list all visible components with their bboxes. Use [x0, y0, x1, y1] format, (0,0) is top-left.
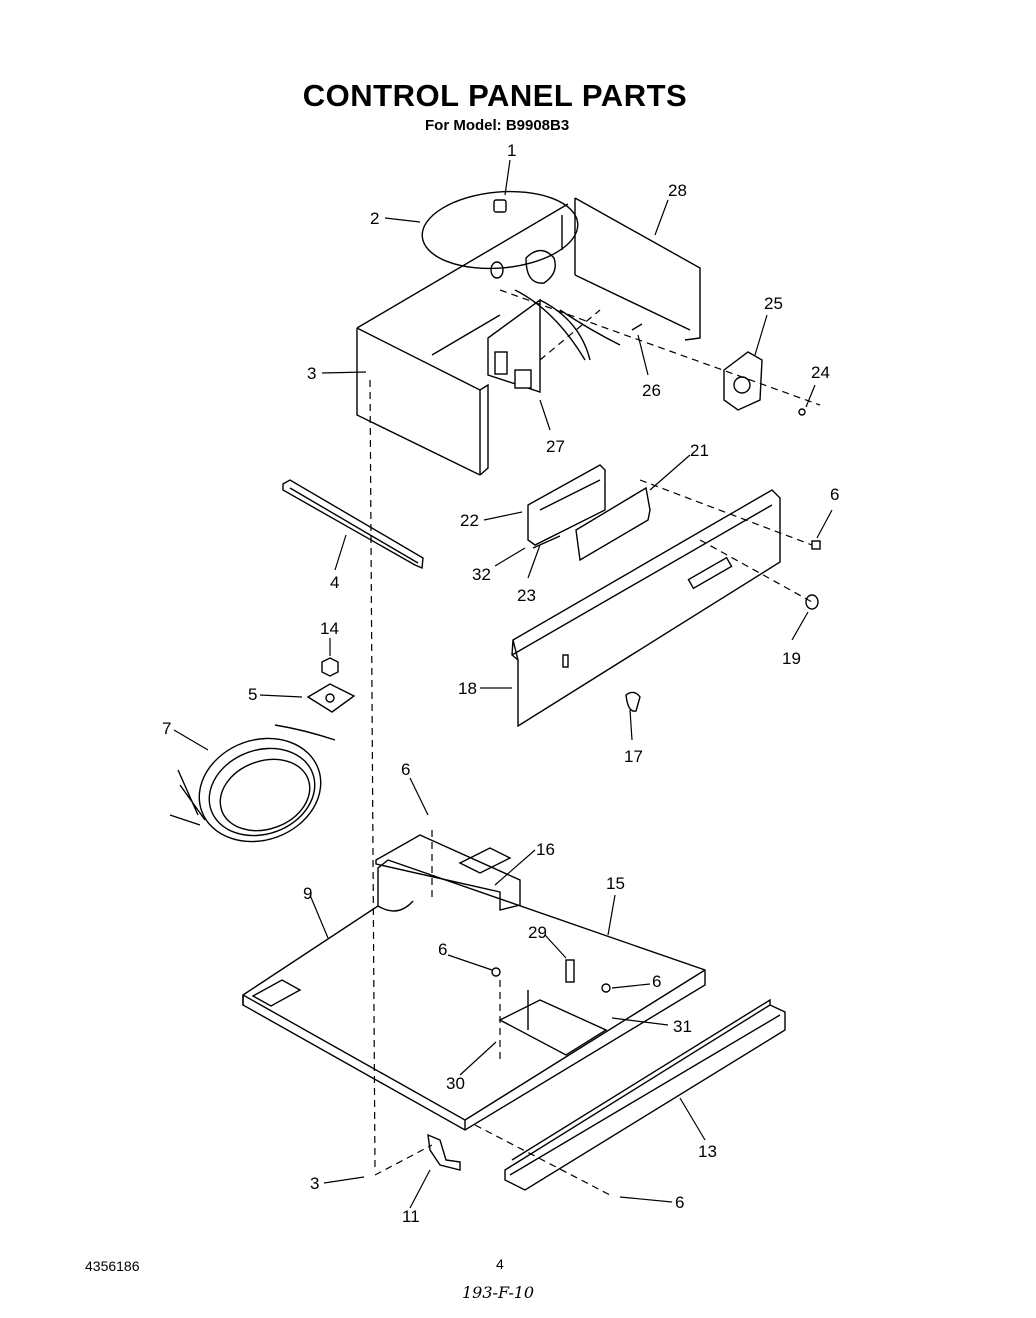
callout-11: 11	[402, 1207, 420, 1226]
callout-7: 7	[162, 719, 171, 738]
callout-13: 13	[698, 1142, 717, 1161]
mounting-clip	[427, 1133, 461, 1171]
callout-6: 6	[652, 972, 661, 991]
callout-2: 2	[370, 209, 379, 228]
callout-3: 3	[310, 1174, 319, 1193]
callout-25: 25	[764, 294, 783, 313]
bracket-and-nut	[306, 657, 356, 713]
callout-3: 3	[307, 364, 316, 383]
power-cord	[169, 724, 336, 843]
callout-6: 6	[675, 1193, 684, 1212]
callout-labels: 1 2 28 3 25 24 26 27 21 22 6 32 23 4 19 …	[162, 141, 839, 1226]
callout-1: 1	[507, 141, 516, 160]
handwritten-note: 193-F-10	[462, 1283, 535, 1302]
callout-6: 6	[401, 760, 410, 779]
control-box-housing	[356, 190, 806, 476]
callout-23: 23	[517, 586, 536, 605]
callout-24: 24	[811, 363, 830, 382]
callout-15: 15	[606, 874, 625, 893]
alignment-lines	[369, 289, 821, 1196]
page-title: CONTROL PANEL PARTS	[302, 78, 688, 113]
document-number: 4356186	[85, 1258, 140, 1274]
callout-31: 31	[673, 1017, 692, 1036]
callout-28: 28	[668, 181, 687, 200]
callout-21: 21	[690, 441, 709, 460]
model-subtitle: For Model: B9908B3	[425, 117, 570, 134]
callout-30: 30	[446, 1074, 465, 1093]
callout-6: 6	[830, 485, 839, 504]
callout-4: 4	[330, 573, 339, 592]
callout-16: 16	[536, 840, 555, 859]
callout-29: 29	[528, 923, 547, 942]
callout-9: 9	[303, 884, 312, 903]
callout-14: 14	[320, 619, 339, 638]
callout-32: 32	[472, 565, 491, 584]
mounting-rail	[282, 479, 424, 570]
callout-22: 22	[460, 511, 479, 530]
leader-lines	[173, 159, 833, 1209]
callout-26: 26	[642, 381, 661, 400]
callout-17: 17	[624, 747, 643, 766]
callout-27: 27	[546, 437, 565, 456]
control-panel-console	[511, 489, 821, 728]
base-plate	[242, 834, 706, 1131]
switch-assemblies	[527, 464, 651, 562]
trim-strip	[504, 998, 786, 1191]
callout-19: 19	[782, 649, 801, 668]
callout-6: 6	[438, 940, 447, 959]
callout-18: 18	[458, 679, 477, 698]
page-number: 4	[496, 1256, 504, 1272]
callout-5: 5	[248, 685, 257, 704]
